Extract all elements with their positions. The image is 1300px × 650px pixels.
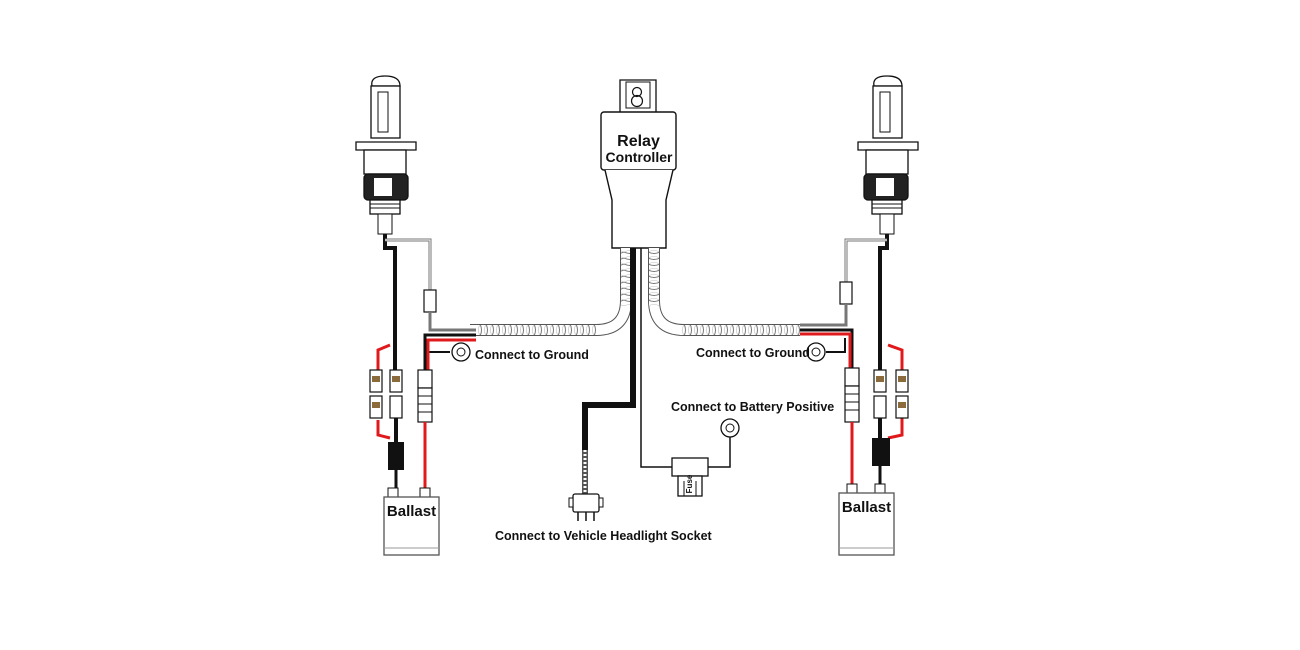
ground-ring-left [451, 342, 471, 362]
hid-bulb-right [857, 75, 919, 235]
relay-controller: Relay Controller [600, 79, 677, 249]
ground-label-right: Connect to Ground [696, 346, 810, 360]
ground-wire-right [826, 338, 846, 353]
inline-block-right [872, 438, 890, 466]
coiled-cable-right [648, 248, 800, 336]
fuse-holder: Fuse [671, 457, 709, 497]
coiled-cable-left [470, 248, 632, 336]
battery-label: Connect to Battery Positive [671, 400, 834, 414]
ballast-left-label: Ballast [387, 503, 436, 520]
headlight-socket-label: Connect to Vehicle Headlight Socket [495, 529, 713, 543]
ground-ring-right [806, 342, 826, 362]
bulb-connectors-right [844, 367, 909, 423]
headlight-socket-connector [568, 493, 604, 521]
ballast-right: Ballast [838, 483, 895, 556]
ballast-left: Ballast [383, 487, 440, 556]
inline-block-left [388, 442, 404, 470]
relay-title-line1: Relay [617, 133, 660, 150]
ground-label-left: Connect to Ground [475, 348, 589, 362]
ground-wire-left [424, 339, 450, 353]
battery-ring-terminal [720, 418, 740, 438]
bulb-connectors-left [369, 369, 433, 423]
battery-wire [640, 248, 672, 468]
relay-title-line2: Controller [606, 149, 673, 165]
headlight-harness-wire [582, 248, 636, 450]
fuse-label: Fuse [685, 474, 694, 493]
hid-bulb-left [355, 75, 417, 235]
ballast-right-label: Ballast [842, 499, 891, 516]
